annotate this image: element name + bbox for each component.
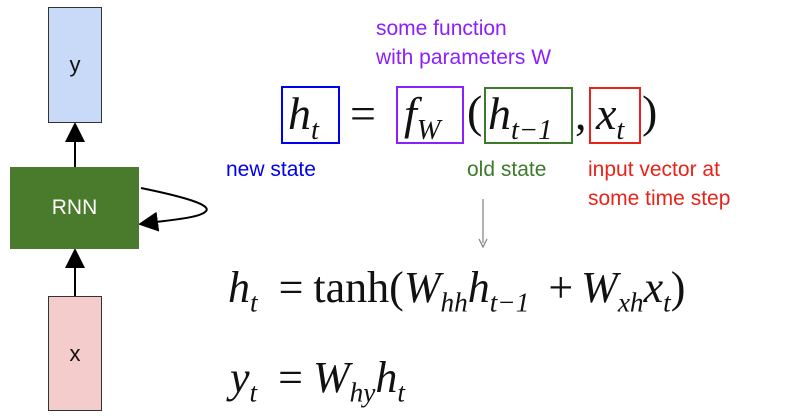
recurrence-function: fW xyxy=(404,88,441,146)
input-box xyxy=(589,87,641,144)
input-node-label: x xyxy=(69,340,81,366)
function-box xyxy=(396,86,464,144)
rnn-diagram-arrows xyxy=(65,122,208,296)
new-state-box xyxy=(281,86,340,144)
recurrent-loop-arrow xyxy=(138,187,208,232)
input-node-x: x xyxy=(48,296,102,411)
output-equation: yt =Whyht xyxy=(230,353,405,408)
rnn-node-label: RNN xyxy=(51,196,98,219)
output-node-y: y xyxy=(48,7,102,123)
function-annotation-line1: some function xyxy=(376,17,507,40)
input-vector-line2: some time step xyxy=(588,187,731,210)
rnn-node: RNN xyxy=(10,167,139,249)
input-vector-line1: input vector at xyxy=(588,158,720,181)
recurrence-arg-old-state: ht−1 xyxy=(488,88,553,146)
recurrence-comma: , xyxy=(575,88,587,139)
recurrence-close-paren: ) xyxy=(642,86,658,137)
recurrence-open-paren: ( xyxy=(467,86,483,137)
output-node-label: y xyxy=(69,52,81,77)
function-annotation: some function with parameters W xyxy=(376,17,551,70)
old-state-label: old state xyxy=(467,158,547,181)
recurrence-equals: = xyxy=(350,88,376,139)
pointer-arrow xyxy=(478,199,488,249)
input-vector-label: input vector at some time step xyxy=(588,158,730,211)
hidden-update-equation: ht =tanh(Whhht−1 +Wxhxt) xyxy=(228,263,686,318)
recurrence-equation: ht xyxy=(288,88,319,146)
new-state-label: new state xyxy=(226,158,316,181)
old-state-box xyxy=(484,87,573,144)
function-annotation-line2: with parameters W xyxy=(376,46,552,69)
recurrence-arg-input: xt xyxy=(596,88,625,146)
